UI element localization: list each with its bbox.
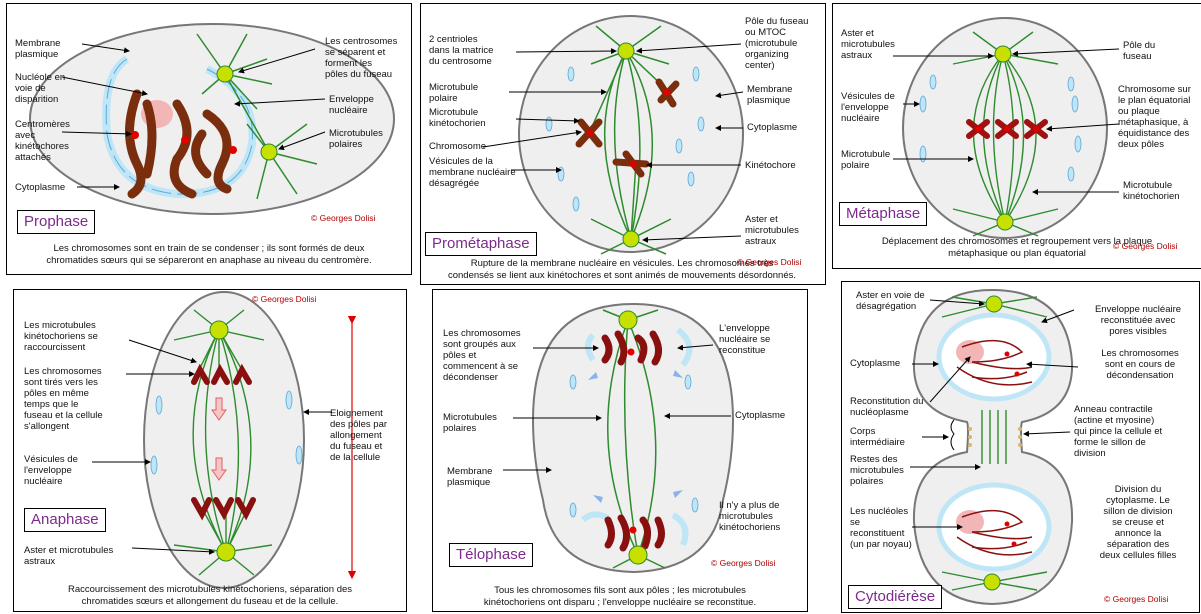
label-nucleole: Nucléole en voie de disparition (15, 72, 65, 105)
label-pole: Pôle du fuseau ou MTOC (microtubule orga… (745, 16, 808, 71)
label-cytoplasme: Cytoplasme (747, 122, 797, 133)
panel-title: Prophase (17, 210, 95, 234)
label-vesicules: Vésicules de l'enveloppe nucléaire (24, 454, 78, 487)
label-nucleoplasme: Reconstitution du nucléoplasme (850, 396, 923, 418)
caption: Déplacement des chromosomes et regroupem… (833, 236, 1201, 260)
panel-anaphase: Les microtubules kinétochoriens se racco… (13, 289, 407, 612)
credit: © Georges Dolisi (1104, 594, 1168, 604)
label-mt-kineto: Microtubule kinétochorien (1123, 180, 1180, 202)
label-restes: Restes des microtubules polaires (850, 454, 904, 487)
label-aster: Aster et microtubules astraux (745, 214, 799, 247)
label-centromeres: Centromères avec kinétochores attachés (15, 119, 70, 163)
label-enveloppe: L'enveloppe nucléaire se reconstitue (719, 323, 770, 356)
label-cytoplasme: Cytoplasme (735, 410, 785, 421)
label-chromosome: Chromosome sur le plan équatorial ou pla… (1118, 84, 1191, 150)
panel-title: Télophase (449, 543, 533, 567)
panel-prophase: Membrane plasmique Nucléole en voie de d… (6, 3, 412, 275)
label-plus-mt: Il n'y a plus de microtubules kinétochor… (719, 500, 780, 533)
label-vesicules: Vésicules de la membrane nucléaire désag… (429, 156, 516, 189)
credit: © Georges Dolisi (311, 213, 375, 223)
label-membrane: Membrane plasmique (15, 38, 60, 60)
label-vesicules: Vésicules de l'enveloppe nucléaire (841, 91, 895, 124)
label-enveloppe: Enveloppe nucléaire (329, 94, 374, 116)
label-mt-polaire: Microtubule polaire (429, 82, 478, 104)
centrosome (217, 66, 233, 82)
label-groupes: Les chromosomes sont groupés aux pôles e… (443, 328, 521, 383)
caption: Raccourcissement des microtubules kinéto… (14, 584, 406, 608)
label-membrane: Membrane plasmique (447, 466, 492, 488)
label-microtubules: Microtubules polaires (329, 128, 383, 150)
panel-title: Métaphase (839, 202, 927, 226)
caption: Tous les chromosomes fils sont aux pôles… (433, 585, 807, 609)
label-cytoplasme: Cytoplasme (15, 182, 65, 193)
label-mt-kineto: Microtubule kinétochorien (429, 107, 486, 129)
label-membrane: Membrane plasmique (747, 84, 792, 106)
label-nucleoles: Les nucléoles se reconstituent (un par n… (850, 506, 912, 550)
panel-prometaphase: 2 centrioles dans la matrice du centroso… (420, 3, 826, 285)
label-corps: Corps intermédiaire (850, 426, 905, 448)
label-mt-polaire: Microtubule polaire (841, 149, 890, 171)
panel-title: Anaphase (24, 508, 106, 532)
label-division: Division du cytoplasme. Le sillon de div… (1082, 484, 1194, 561)
centrosome (261, 144, 277, 160)
label-enveloppe: Enveloppe nucléaire reconstituée avec po… (1080, 304, 1196, 337)
label-aster: Aster et microtubules astraux (24, 545, 113, 567)
credit: © Georges Dolisi (252, 294, 316, 304)
label-tires: Les chromosomes sont tirés vers les pôle… (24, 366, 103, 432)
label-aster: Aster en voie de désagrégation (856, 290, 925, 312)
label-mt-polaires: Microtubules polaires (443, 412, 497, 434)
label-aster: Aster et microtubules astraux (841, 28, 895, 61)
prometaphase-caption: Rupture de la membrane nucléaire en vési… (420, 258, 824, 282)
label-centrioles: 2 centrioles dans la matrice du centroso… (429, 34, 493, 67)
label-cytoplasme: Cytoplasme (850, 358, 900, 369)
label-raccourcissent: Les microtubules kinétochoriens se racco… (24, 320, 98, 353)
panel-telophase: Les chromosomes sont groupés aux pôles e… (432, 289, 808, 612)
label-decondensation: Les chromosomes sont en cours de déconde… (1088, 348, 1192, 381)
panel-cytodierese: Aster en voie de désagrégation Cytoplasm… (841, 281, 1200, 613)
label-anneau: Anneau contractile (actine et myosine) q… (1074, 404, 1162, 459)
label-eloignement: Eloignement des pôles par allongement du… (330, 408, 387, 463)
panel-metaphase: Aster et microtubules astraux Vésicules … (832, 3, 1201, 269)
label-centrosomes: Les centrosomes se séparent et forment l… (325, 36, 397, 80)
label-kinetochore: Kinétochore (745, 160, 796, 171)
panel-title: Prométaphase (425, 232, 537, 256)
credit: © Georges Dolisi (711, 558, 775, 568)
panel-title: Cytodiérèse (848, 585, 942, 609)
label-chromosome: Chromosome (429, 141, 486, 152)
label-pole: Pôle du fuseau (1123, 40, 1155, 62)
caption: Les chromosomes sont en train de se cond… (7, 243, 411, 267)
